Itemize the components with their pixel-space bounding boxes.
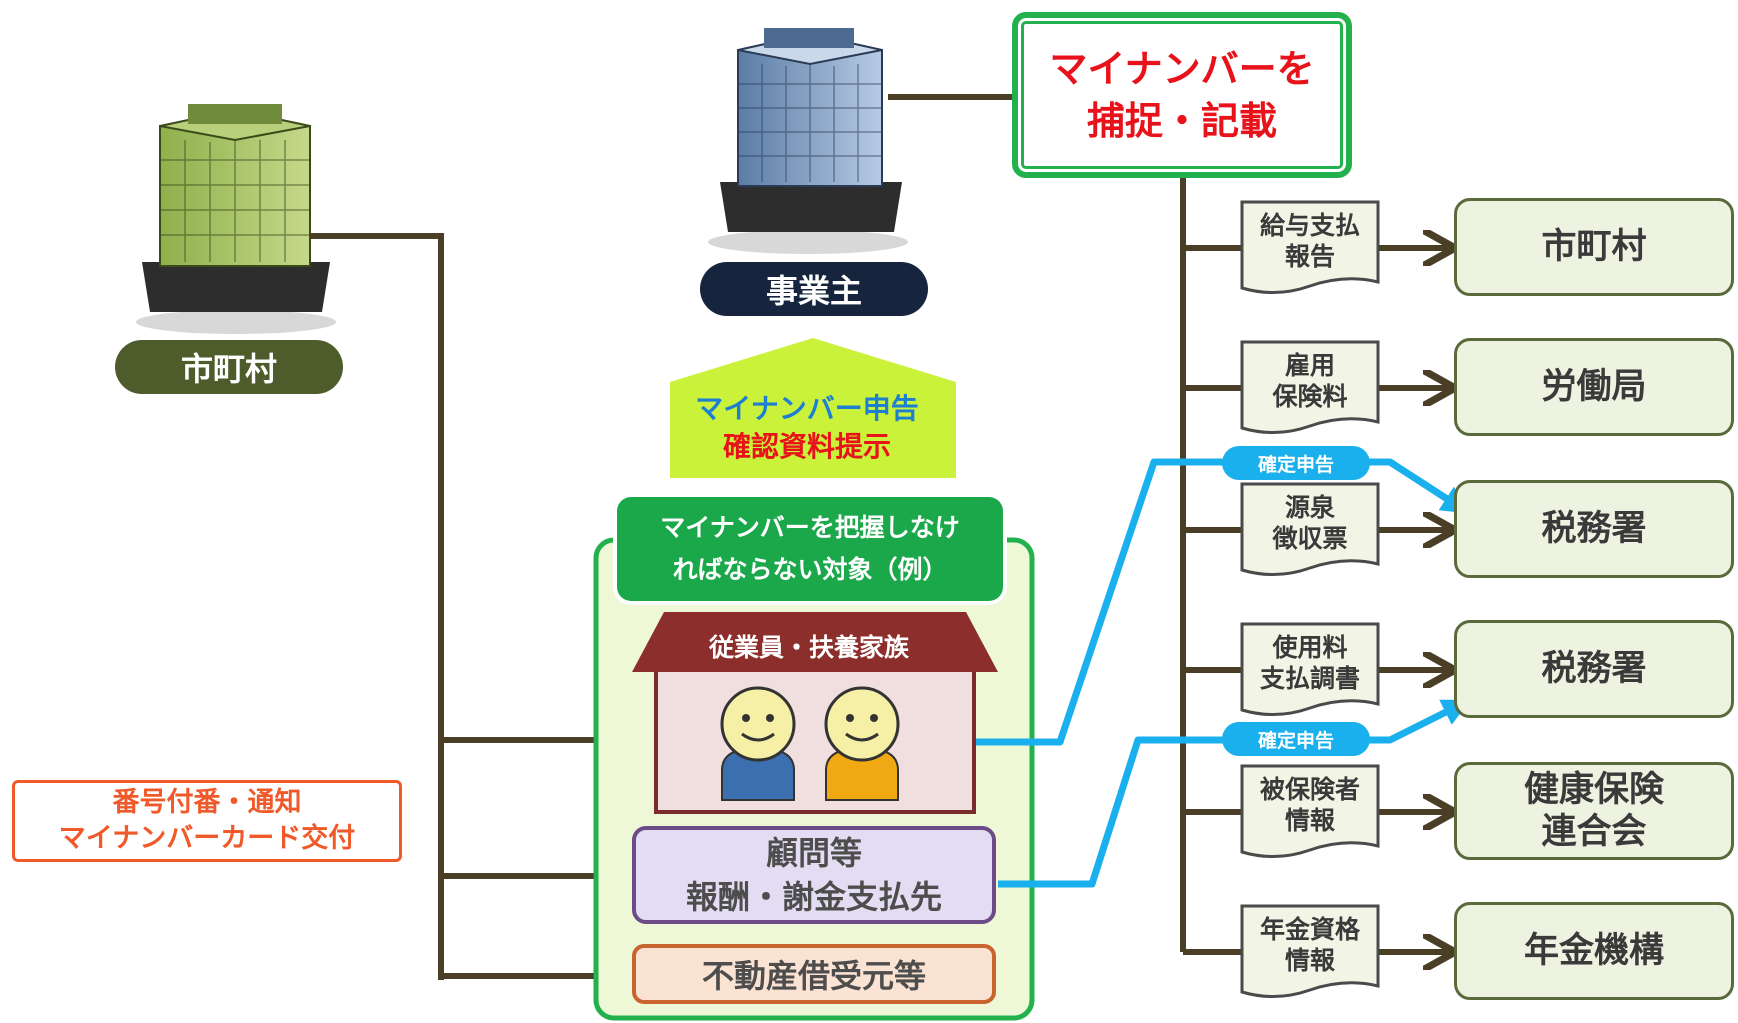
declaration-line2: 確認資料提示 — [722, 430, 891, 463]
kakutei-pill-2 — [1222, 722, 1370, 756]
agency-box-tax-1: 税務署 — [1454, 480, 1734, 578]
city-building-icon — [136, 104, 336, 334]
targets-title-line1: マイナンバーを把握しなけ — [660, 513, 960, 542]
notice-line1: 番号付番・通知 — [112, 787, 302, 818]
agency-box-labor: 労働局 — [1454, 338, 1734, 436]
kakutei-label: 確定申告 — [1257, 729, 1334, 752]
person-icon — [824, 686, 900, 801]
adviser-line2: 報酬・謝金支払先 — [685, 878, 942, 916]
adviser-box: 顧問等 報酬・謝金支払先 — [632, 826, 996, 924]
person-icon — [720, 686, 796, 801]
notice-box: 番号付番・通知 マイナンバーカード交付 — [12, 780, 402, 862]
employee-house — [632, 612, 998, 814]
declaration-label: マイナンバー申告 確認資料提示 — [672, 388, 942, 468]
capture-line2: 捕捉・記載 — [1086, 99, 1277, 143]
employer-building-icon — [708, 28, 908, 254]
targets-title-line2: ればならない対象（例） — [672, 555, 948, 584]
kakutei-label: 確定申告 — [1257, 453, 1334, 476]
declaration-line1: マイナンバー申告 — [695, 392, 919, 425]
notice-line2: マイナンバーカード交付 — [58, 823, 356, 854]
targets-title: マイナンバーを把握しなけ ればならない対象（例） — [617, 497, 1003, 601]
kakutei-pill-1 — [1222, 446, 1370, 480]
real-estate-box: 不動産借受元等 — [632, 944, 996, 1004]
adviser-line1: 顧問等 — [765, 834, 862, 872]
agency-box-city: 市町村 — [1454, 198, 1734, 296]
city-label: 市町村 — [115, 340, 343, 394]
connector-lines — [310, 94, 1186, 980]
capture-line1: マイナンバーを — [1049, 47, 1315, 91]
tax-return-paths — [976, 458, 1471, 888]
document-label: 年金資格情報 — [1259, 915, 1360, 975]
agency-box-tax-2: 税務署 — [1454, 620, 1734, 718]
employees-label: 従業員・扶養家族 — [708, 633, 909, 662]
document-label: 被保険者情報 — [1259, 775, 1360, 835]
agency-box-health: 健康保険連合会 — [1454, 762, 1734, 860]
capture-box: マイナンバーを 捕捉・記載 — [1012, 12, 1352, 178]
declaration-arrow-shape — [670, 338, 956, 478]
document-label: 雇用保険料 — [1272, 351, 1348, 411]
document-label: 給与支払報告 — [1259, 211, 1360, 271]
document-label: 源泉徴収票 — [1272, 493, 1348, 553]
document-branches — [1183, 245, 1242, 955]
employer-label: 事業主 — [700, 262, 928, 316]
document-label: 使用料支払調書 — [1259, 633, 1360, 693]
agency-box-pension: 年金機構 — [1454, 902, 1734, 1000]
agency-arrows — [1378, 248, 1448, 952]
document-icons — [1240, 200, 1380, 999]
